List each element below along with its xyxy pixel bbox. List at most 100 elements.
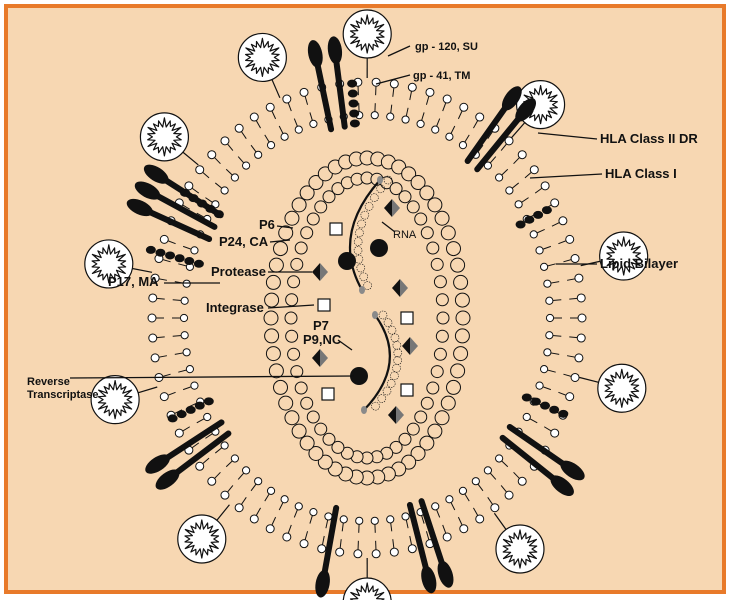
capsid-bead bbox=[407, 201, 419, 213]
label-integrase: Integrase bbox=[206, 300, 264, 315]
label-gp41: gp - 41, TM bbox=[413, 70, 470, 82]
capsid-bead bbox=[265, 293, 279, 307]
lipid-head bbox=[390, 548, 398, 556]
capsid-bead bbox=[421, 397, 433, 409]
hla-class-1-bead bbox=[194, 260, 204, 268]
lipid-head bbox=[148, 314, 156, 322]
lipid-head bbox=[325, 513, 332, 520]
hla-class-1-bead bbox=[349, 100, 359, 108]
lipid-head bbox=[515, 201, 522, 208]
lipid-head bbox=[551, 199, 559, 207]
label-hla-class-1: HLA Class I bbox=[605, 166, 677, 181]
integrase-square bbox=[318, 299, 330, 311]
lipid-head bbox=[476, 113, 484, 121]
nucleocapsid-bead bbox=[357, 264, 365, 272]
protease-diamond-half bbox=[392, 199, 400, 217]
lipid-head bbox=[208, 151, 216, 159]
capsid-bead bbox=[292, 424, 306, 438]
nucleocapsid-bead bbox=[383, 387, 391, 395]
hla-class-1-bead bbox=[533, 211, 543, 219]
nucleocapsid-bead bbox=[355, 229, 363, 237]
hla-class-1-bead bbox=[175, 254, 185, 262]
capsid-bead bbox=[285, 211, 299, 225]
nucleocapsid-bead bbox=[372, 402, 380, 410]
hla-class-2-head bbox=[326, 35, 343, 65]
hla-class-1-bead bbox=[349, 109, 359, 117]
lipid-head bbox=[459, 142, 466, 149]
leader-line bbox=[538, 133, 597, 139]
capsid-bead bbox=[421, 227, 433, 239]
capsid-bead bbox=[455, 293, 469, 307]
nucleocapsid-bead bbox=[377, 185, 385, 193]
lipid-head bbox=[402, 116, 409, 123]
lipid-head bbox=[476, 515, 484, 523]
lipid-head bbox=[408, 83, 416, 91]
capsid-bead bbox=[456, 311, 470, 325]
capsid-bead bbox=[399, 191, 411, 203]
leader-line bbox=[530, 174, 602, 178]
protease-diamond-half bbox=[384, 199, 392, 217]
lipid-head bbox=[566, 393, 574, 401]
capsid-bead bbox=[434, 348, 446, 360]
lipid-head bbox=[340, 516, 347, 523]
lipid-head bbox=[183, 280, 190, 287]
lipid-head bbox=[432, 126, 439, 133]
lipid-head bbox=[536, 247, 543, 254]
lipid-head bbox=[518, 151, 526, 159]
capsid-bead bbox=[431, 258, 443, 270]
label-p6: P6 bbox=[259, 217, 275, 232]
label-p7: P7 bbox=[313, 318, 329, 333]
label-transcriptase: Transcriptase bbox=[27, 389, 99, 401]
lipid-head bbox=[300, 540, 308, 548]
lipid-head bbox=[196, 166, 204, 174]
lipid-head bbox=[183, 349, 190, 356]
lipid-head bbox=[283, 533, 291, 541]
lipid-head bbox=[295, 503, 302, 510]
capsid-bead bbox=[286, 330, 298, 342]
protease-diamond-half bbox=[402, 337, 410, 355]
lipid-head bbox=[426, 88, 434, 96]
capsid-bead bbox=[269, 258, 283, 272]
lipid-head bbox=[417, 120, 424, 127]
capsid-bead bbox=[269, 364, 283, 378]
protease-diamond-half bbox=[400, 279, 408, 297]
lipid-head bbox=[235, 504, 243, 512]
protease-diamond-half bbox=[320, 263, 328, 281]
hla-class-1-bead bbox=[146, 246, 156, 254]
lipid-head bbox=[242, 162, 249, 169]
hla-class-1-bead bbox=[348, 90, 358, 98]
capsid-bead bbox=[441, 396, 455, 410]
lipid-head bbox=[300, 88, 308, 96]
hla-class-1-bead bbox=[177, 410, 187, 418]
integrase-square bbox=[401, 384, 413, 396]
lipid-head bbox=[518, 477, 526, 485]
lipid-head bbox=[390, 80, 398, 88]
hla-class-2-head bbox=[306, 39, 325, 69]
lipid-head bbox=[371, 112, 378, 119]
lipid-head bbox=[472, 478, 479, 485]
lipid-head bbox=[151, 354, 159, 362]
lipid-head bbox=[546, 332, 553, 339]
nucleocapsid-bead bbox=[354, 246, 362, 254]
nucleocapsid-bead bbox=[388, 326, 396, 334]
hla-class-1-bead bbox=[155, 249, 165, 257]
lipid-head bbox=[181, 297, 188, 304]
protease-diamond-half bbox=[312, 263, 320, 281]
capsid-bead bbox=[285, 312, 297, 324]
hla-class-1-bead bbox=[350, 119, 360, 127]
nucleocapsid-bead bbox=[390, 372, 398, 380]
hla-class-1-bead bbox=[197, 200, 207, 208]
lipid-head bbox=[160, 235, 168, 243]
lipid-head bbox=[149, 294, 157, 302]
label-p24-ca: P24, CA bbox=[219, 234, 269, 249]
hla-class-2-head bbox=[434, 559, 456, 590]
lipid-head bbox=[231, 174, 238, 181]
label-lipid-bilayer: Lipid Bilayer bbox=[600, 256, 678, 271]
protease-diamond-half bbox=[388, 406, 396, 424]
capsid-bead bbox=[301, 227, 313, 239]
lipid-head bbox=[496, 174, 503, 181]
capsid-bead bbox=[264, 311, 278, 325]
nucleocapsid-bead bbox=[384, 319, 392, 327]
hla-class-1-bead bbox=[542, 206, 552, 214]
capsid-bead bbox=[436, 294, 448, 306]
